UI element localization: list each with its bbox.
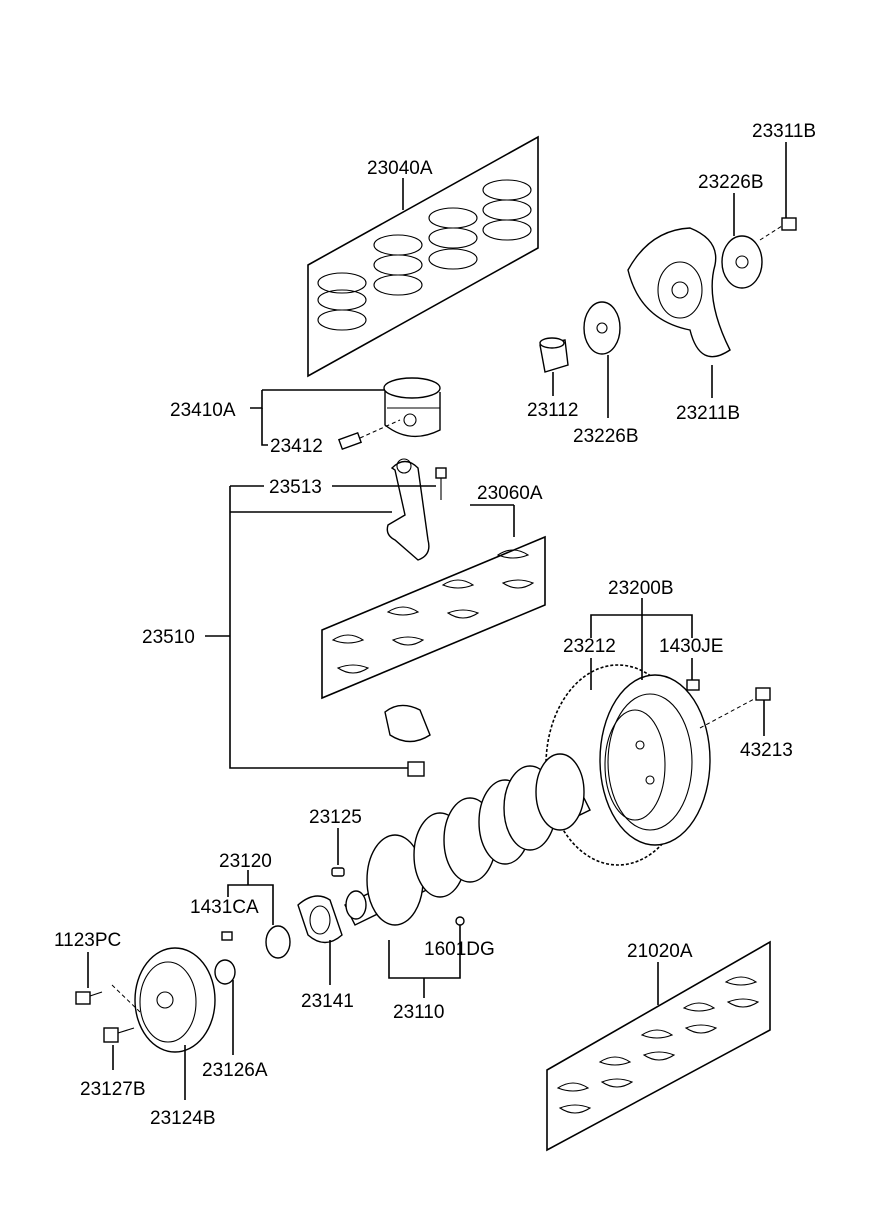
main-bearing-set (546, 940, 771, 1152)
label-23412: 23412 (270, 436, 323, 457)
label-23112: 23112 (527, 400, 578, 421)
rod-bearing-set (321, 504, 546, 700)
label-23513: 23513 (269, 477, 322, 498)
label-23226B-top: 23226B (698, 172, 764, 193)
label-23110: 23110 (393, 1002, 444, 1023)
label-23510: 23510 (142, 627, 195, 648)
label-43213: 43213 (740, 740, 793, 761)
label-1123PC: 1123PC (54, 930, 121, 951)
label-23410A: 23410A (170, 400, 236, 421)
label-23040A: 23040A (367, 158, 433, 179)
label-1601DG: 1601DG (424, 939, 495, 960)
label-23124B: 23124B (150, 1108, 216, 1129)
piston-ring-set (307, 135, 539, 378)
label-23127B: 23127B (80, 1079, 146, 1100)
drive-plate-group (539, 142, 797, 418)
label-23126A: 23126A (202, 1060, 268, 1081)
label-23125: 23125 (309, 807, 362, 828)
crankshaft (344, 753, 591, 998)
label-1431CA: 1431CA (190, 897, 259, 918)
label-23311B: 23311B (752, 121, 816, 142)
label-23226B-bottom: 23226B (573, 426, 639, 447)
piston (250, 377, 441, 451)
connecting-rod (205, 458, 447, 777)
front-parts (75, 828, 345, 1100)
label-23141: 23141 (301, 991, 354, 1012)
flywheel (545, 598, 771, 866)
label-23211B: 23211B (676, 403, 740, 424)
label-23060A: 23060A (477, 483, 543, 504)
part-labels: 23040A 23311B 23226B 23410A 23412 23112 … (54, 121, 816, 1129)
label-23200B: 23200B (608, 578, 674, 599)
label-21020A: 21020A (627, 941, 693, 962)
label-1430JE: 1430JE (659, 636, 723, 657)
label-23212: 23212 (563, 636, 616, 657)
label-23120: 23120 (219, 851, 272, 872)
